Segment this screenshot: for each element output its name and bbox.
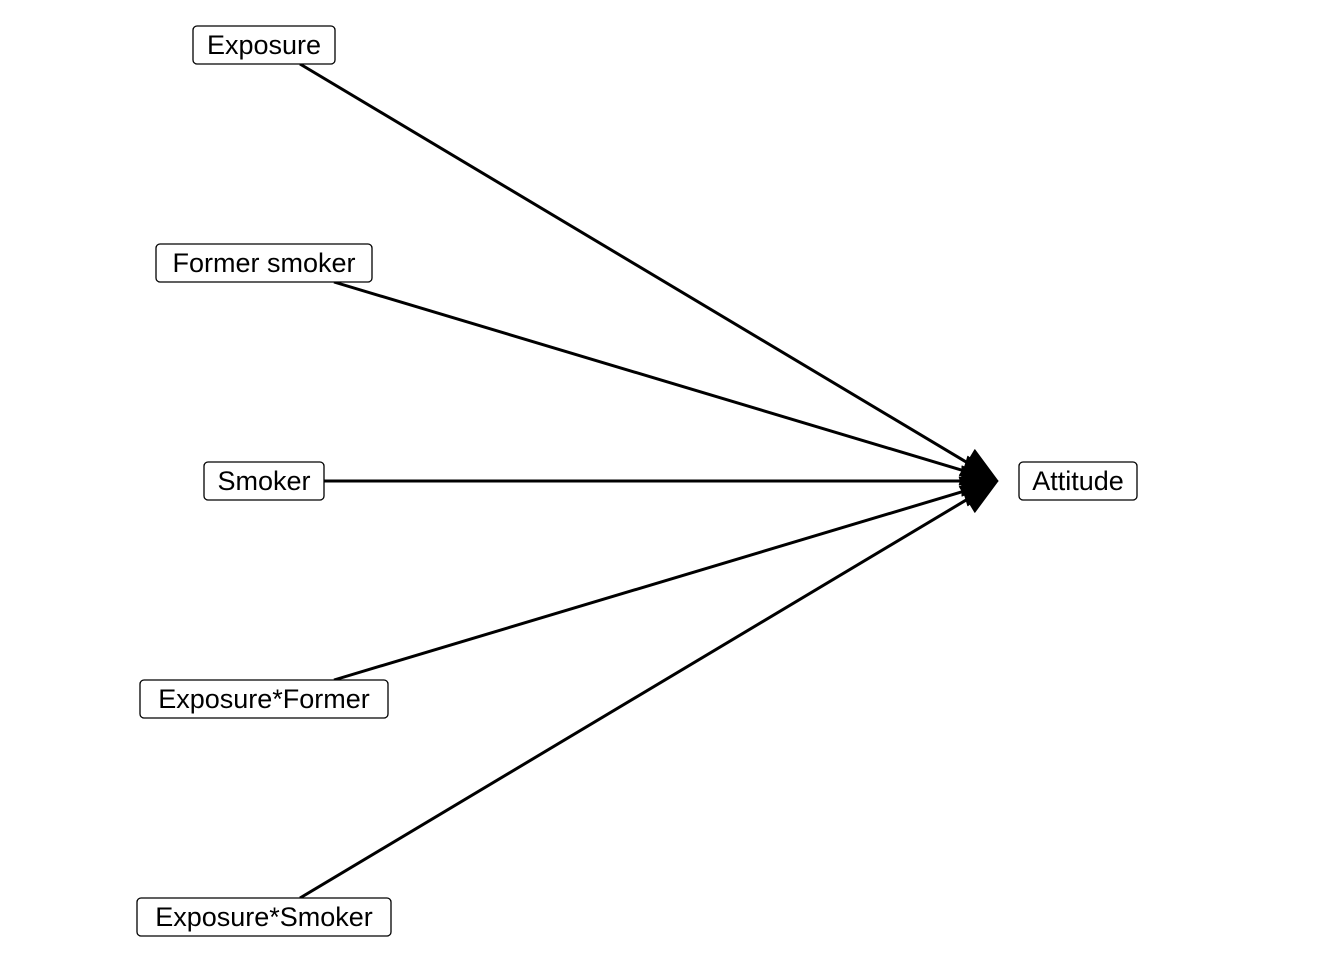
edge-exp_smoker-to-attitude (299, 480, 999, 900)
node-box (1018, 461, 1138, 501)
node-box (203, 461, 325, 501)
edges-layer (299, 62, 999, 900)
edge-smoker-to-attitude (324, 465, 999, 497)
edge-line (299, 498, 968, 900)
node-label: Exposure*Smoker (155, 902, 373, 932)
arrowhead-icon (958, 480, 999, 513)
node-attitude: Attitude (1018, 461, 1138, 501)
edge-line (333, 489, 964, 682)
node-exp-smoker: Exposure*Smoker (136, 897, 392, 937)
node-box (136, 897, 392, 937)
node-label: Smoker (217, 466, 310, 496)
node-former: Former smoker (155, 243, 373, 283)
node-box (155, 243, 373, 283)
node-label: Exposure (207, 30, 321, 60)
edge-line (299, 62, 968, 464)
node-exp-former: Exposure*Former (139, 679, 389, 719)
node-label: Attitude (1032, 466, 1124, 496)
node-box (192, 25, 336, 65)
node-label: Exposure*Former (158, 684, 370, 714)
node-label: Former smoker (172, 248, 355, 278)
node-smoker: Smoker (203, 461, 325, 501)
node-exposure: Exposure (192, 25, 336, 65)
edge-line (333, 280, 964, 473)
edge-exp_former-to-attitude (333, 476, 999, 682)
edge-former-to-attitude (333, 280, 999, 486)
node-box (139, 679, 389, 719)
edge-exposure-to-attitude (299, 62, 999, 482)
